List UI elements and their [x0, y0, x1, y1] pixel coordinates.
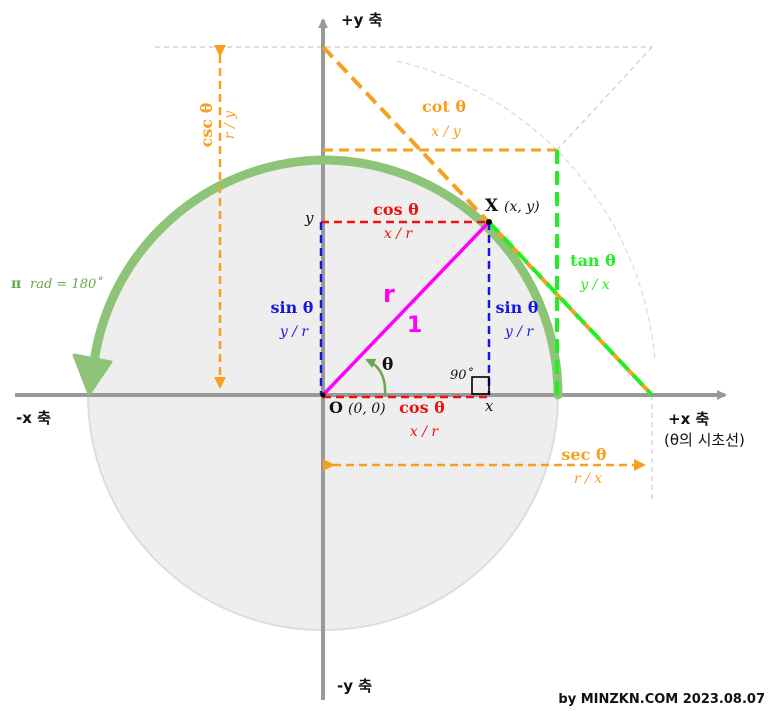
- sin-left-name: sin θ: [271, 298, 314, 317]
- sin-right-ratio: y / r: [504, 324, 535, 340]
- pos-x-axis-label: +x 축: [668, 410, 709, 428]
- cot-ratio: x / y: [431, 124, 462, 140]
- sin-left-ratio: y / r: [279, 324, 310, 340]
- pi-arc-arrow: [87, 155, 563, 400]
- guide-line-diagonal: [556, 46, 653, 151]
- tan-name: tan θ: [570, 251, 616, 270]
- right-angle-label: 90˚: [450, 367, 474, 383]
- sec-ratio: r / x: [574, 471, 602, 487]
- cos-top-name: cos θ: [373, 200, 419, 219]
- theta-arc-arrow: [365, 358, 387, 396]
- radius-r-label: r: [383, 280, 395, 308]
- origin-letter: O: [329, 398, 343, 417]
- x-tick-label: x: [485, 397, 494, 415]
- neg-y-axis-label: -y 축: [337, 677, 372, 695]
- cot-name: cot θ: [422, 97, 466, 116]
- sec-name: sec θ: [561, 445, 607, 464]
- neg-x-axis-label: -x 축: [16, 409, 51, 427]
- credit-text: by MINZKN.COM 2023.08.07: [558, 692, 765, 707]
- cos-bottom-ratio: x / r: [410, 424, 440, 440]
- origin-point: [320, 392, 326, 398]
- csc-ratio: r / y: [222, 110, 238, 139]
- radius-line: [321, 220, 491, 397]
- point-x-letter: X: [485, 196, 499, 216]
- pi-symbol: π: [11, 276, 21, 292]
- cos-bottom-name: cos θ: [399, 398, 445, 417]
- tan-ratio: y / x: [579, 277, 610, 293]
- csc-name: csc θ: [197, 102, 216, 147]
- point-x: [486, 219, 492, 225]
- pi-arc-arrowhead: [72, 353, 113, 396]
- point-x-coords: (x, y): [504, 199, 540, 215]
- guide-arc-outer: [396, 60, 656, 361]
- sin-right-name: sin θ: [496, 298, 539, 317]
- pi-note: rad = 180˚: [30, 276, 103, 292]
- radius-one-label: 1: [407, 313, 422, 338]
- theta-label: θ: [382, 355, 393, 375]
- cos-top-ratio: x / r: [384, 226, 414, 242]
- right-angle-marker: [471, 376, 490, 395]
- pos-y-axis-label: +y 축: [341, 11, 383, 29]
- y-tick-label: y: [304, 209, 314, 227]
- tan-line: [487, 220, 654, 397]
- pos-x-axis-note: (θ의 시초선): [664, 431, 745, 449]
- origin-coords: (0, 0): [348, 401, 386, 417]
